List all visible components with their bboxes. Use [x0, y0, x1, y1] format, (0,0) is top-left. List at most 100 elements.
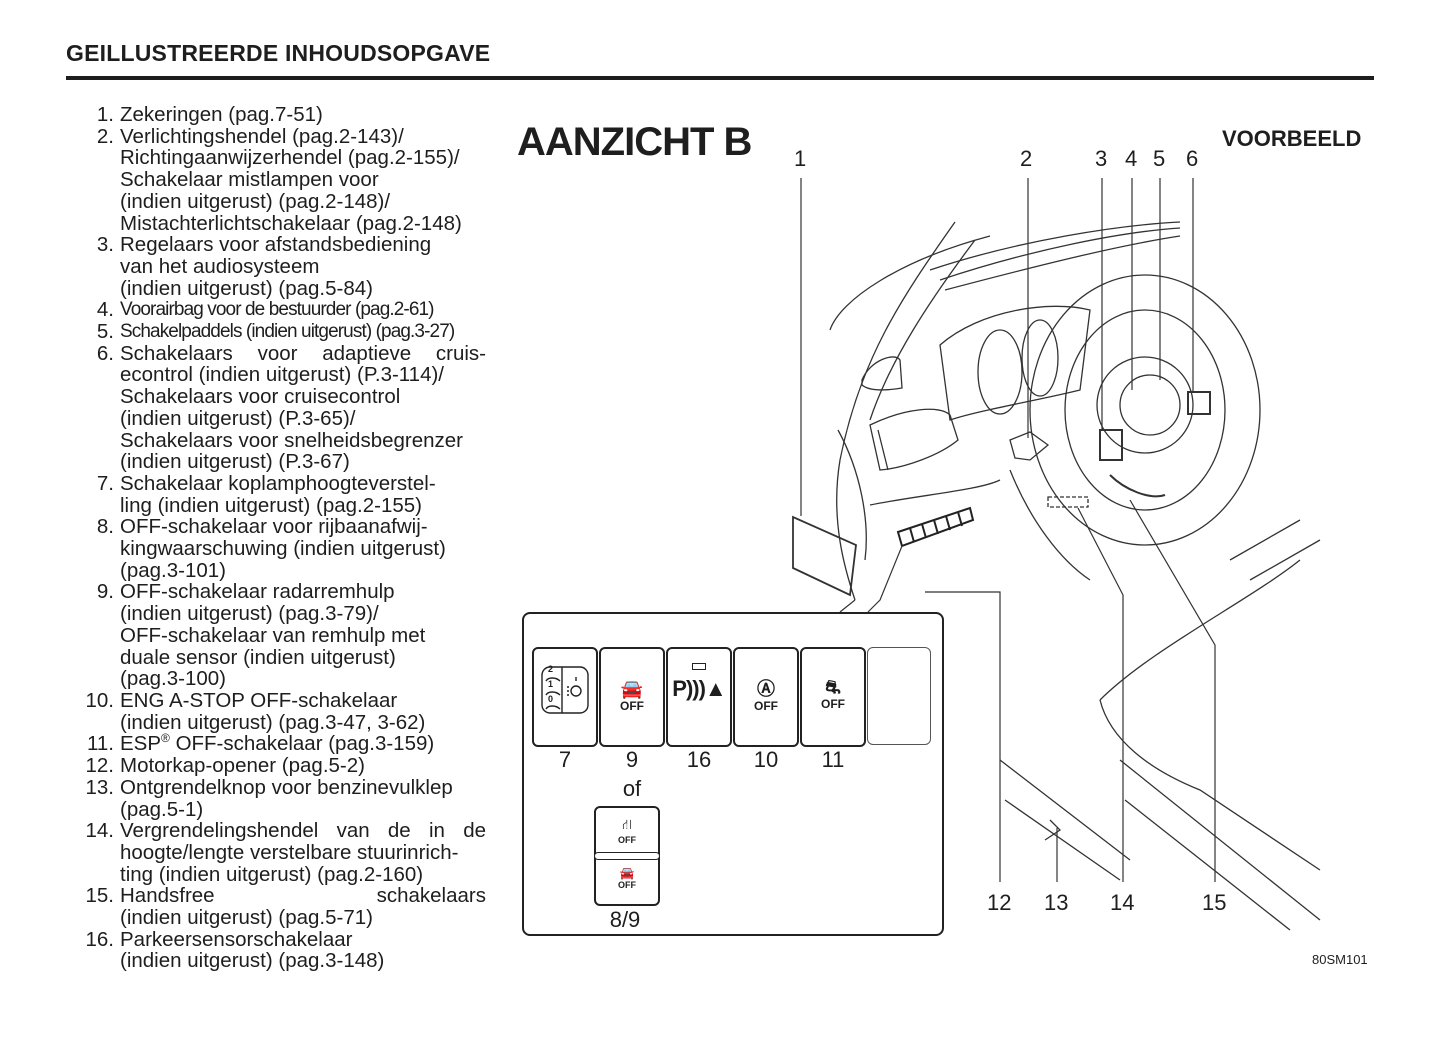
toc-item-line: kingwaarschuwing (indien uitgerust)	[120, 537, 446, 561]
or-label: of	[622, 776, 642, 801]
example-label: VOORBEELD	[1222, 126, 1362, 151]
callout-4: 4	[1125, 146, 1138, 171]
toc-item-line: ting (indien uitgerust) (pag.2-160)	[120, 862, 424, 886]
toc-item: 1.Zekeringen (pag.7-51)	[76, 104, 486, 126]
toc-item-line: Parkeersensorschakelaar	[120, 927, 353, 951]
toc-item-number: 8.	[96, 515, 114, 539]
callout-13: 13	[1044, 890, 1069, 915]
parking-sensor-switch: P)))▲	[666, 647, 732, 747]
toc-item-line: ENG A-STOP OFF-schakelaar	[120, 688, 398, 712]
image-code: 80SM101	[1312, 952, 1368, 967]
toc-item: 13.Ontgrendelknop voor benzinevulklep(pa…	[76, 775, 486, 821]
toc-item-line: Schakelaars voor adaptieve cruis-	[120, 341, 486, 365]
toc-item-line: Schakelaar mistlampen voor	[120, 168, 379, 192]
toc-item-line: (pag.5-1)	[120, 797, 204, 821]
toc-item-line: (indien uitgerust) (pag.5-84)	[120, 276, 373, 300]
airbag-pad	[1096, 356, 1194, 454]
toc-item-text: Parkeersensorschakelaar(indien uitgerust…	[120, 929, 486, 972]
headlamp-leveling-icon	[541, 666, 589, 714]
toc-item-line: (indien uitgerust) (pag.3-79)/	[120, 602, 379, 626]
toc-item-number: 5.	[96, 320, 114, 344]
toc-item-number: 10.	[85, 688, 115, 712]
vent-left-top	[861, 356, 903, 391]
esp-icon: ⛐	[825, 677, 841, 697]
toc-item-line: Motorkap-opener (pag.5-2)	[120, 754, 365, 778]
toc-item-line: econtrol (indien uitgerust) (P.3-114)/	[120, 363, 444, 387]
toc-item-line: (indien uitgerust) (P.3-65)/	[120, 406, 356, 430]
toc-item-number: 6.	[96, 341, 114, 365]
gauge-left	[977, 329, 1023, 415]
steering-lock-lever	[1047, 496, 1089, 508]
toc-item-text: Schakelaar koplamphoogteverstel-ling (in…	[120, 473, 486, 516]
toc-item-number: 15.	[85, 884, 115, 908]
parking-sensor-icon: P)))▲	[672, 676, 726, 701]
toc-item-line: Schakelaars voor snelheidsbegrenzer	[120, 428, 464, 452]
toc-item-number: 16.	[85, 927, 115, 951]
lane-departure-icon: ⛙	[622, 816, 632, 832]
toc-item: 12.Motorkap-opener (pag.5-2)	[76, 755, 486, 777]
callout-3: 3	[1095, 146, 1108, 171]
page-header: GEILLUSTREERDE INHOUDSOPGAVE	[66, 40, 491, 66]
callout-2: 2	[1020, 146, 1033, 171]
toc-item-line: Vergrendelingshendel van de in de	[120, 819, 486, 843]
callout-5: 5	[1153, 146, 1166, 171]
audio-controls	[1099, 429, 1123, 461]
switch-label-7: 7	[558, 747, 572, 772]
level-0: 0	[548, 694, 554, 704]
toc-item: 8.OFF-schakelaar voor rijbaanafwij-kingw…	[76, 516, 486, 581]
callout-12: 12	[987, 890, 1012, 915]
callout-15: 15	[1202, 890, 1227, 915]
combo-divider	[594, 852, 660, 860]
switch-bank	[896, 506, 975, 548]
toc-item-text: Motorkap-opener (pag.5-2)	[120, 755, 486, 777]
toc-item-number: 7.	[96, 471, 114, 495]
toc-item-line: (pag.3-100)	[120, 667, 226, 691]
toc-item-line: (indien uitgerust) (pag.3-47, 3-62)	[120, 710, 426, 734]
toc-item: 11.ESP® OFF-schakelaar (pag.3-159)	[76, 733, 486, 755]
toc-item-line: van het audiosysteem	[120, 254, 320, 278]
callout-1: 1	[794, 146, 807, 171]
toc-item-text: ESP® OFF-schakelaar (pag.3-159)	[120, 733, 486, 755]
toc-item-line: Verlichtingshendel (pag.2-143)/	[120, 124, 404, 148]
toc-item-number: 13.	[85, 775, 115, 799]
switch-off-label: OFF	[821, 697, 845, 711]
toc-item-text: Schakelaars voor adaptieve cruis-econtro…	[120, 343, 486, 473]
toc-item-text: OFF-schakelaar voor rijbaanafwij-kingwaa…	[120, 516, 486, 581]
toc-item: 6.Schakelaars voor adaptieve cruis-econt…	[76, 341, 486, 473]
toc-item-line: OFF-schakelaar van remhulp met	[120, 623, 426, 647]
callout-14: 14	[1110, 890, 1135, 915]
light-stalk	[1009, 431, 1050, 461]
toc-item-line: (indien uitgerust) (pag.3-148)	[120, 949, 385, 973]
toc-item-number: 1.	[96, 103, 114, 126]
toc-item-number: 9.	[96, 580, 114, 604]
brake-assist-off-switch: 🚘 OFF	[599, 647, 665, 747]
toc-item-text: ENG A-STOP OFF-schakelaar(indien uitgeru…	[120, 690, 486, 733]
brake-assist-icon: 🚘	[620, 679, 644, 699]
toc-item-number: 14.	[85, 819, 115, 843]
gauge-right	[1021, 319, 1059, 397]
toc-item: 2.Verlichtingshendel (pag.2-143)/Richtin…	[76, 124, 486, 235]
toc-item-text: Schakelpaddels (indien uitgerust) (pag.3…	[120, 321, 486, 343]
toc-item-number: 4.	[96, 298, 114, 322]
toc-item-number: 2.	[96, 124, 114, 148]
a-pillar-line	[836, 221, 956, 601]
toc-item: 16.Parkeersensorschakelaar(indien uitger…	[76, 927, 486, 972]
instrument-cluster	[939, 305, 1091, 421]
toc-item-line: OFF-schakelaar voor rijbaanafwij-	[120, 515, 428, 539]
steering-wheel-inner	[1064, 309, 1226, 511]
switch-label-10: 10	[753, 747, 779, 772]
fuel-lid-release	[1044, 819, 1062, 841]
toc-item-line: Mistachterlichtschakelaar (pag.2-148)	[120, 211, 462, 235]
toc-item-text: Voorairbag voor de bestuurder (pag.2-61)	[120, 299, 486, 321]
cruise-controls	[1187, 391, 1211, 415]
toc-item-line: Schakelpaddels (indien uitgerust) (pag.3…	[120, 321, 455, 343]
auto-stop-icon: Ⓐ	[757, 679, 775, 699]
toc-item-line: (pag.3-101)	[120, 558, 226, 582]
level-2: 2	[548, 664, 554, 674]
steering-wheel-outer	[1029, 274, 1261, 546]
toc-item: 15.Handsfree schakelaars(indien uitgerus…	[76, 884, 487, 928]
view-title: AANZICHT B	[517, 120, 752, 164]
toc-item: 4. Voorairbag voor de bestuurder (pag.2-6…	[76, 299, 486, 321]
